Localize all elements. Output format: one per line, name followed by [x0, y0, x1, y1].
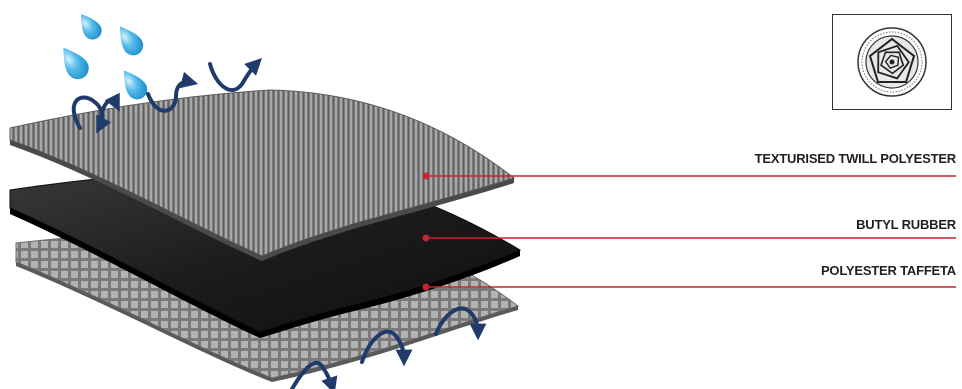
label-twill-polyester: TEXTURISED TWILL POLYESTER	[755, 151, 956, 166]
label-butyl-rubber: BUTYL RUBBER	[856, 217, 956, 232]
water-drop-icon	[116, 65, 151, 104]
water-drop-icon	[112, 21, 147, 60]
leader-dot-rubber	[423, 235, 430, 242]
water-drop-icons	[54, 9, 151, 103]
curved-arrow-icon	[210, 64, 256, 90]
leader-dot-twill	[423, 173, 430, 180]
seal-logo-box	[832, 14, 952, 110]
water-drop-icon	[74, 9, 105, 43]
spiral-seal-logo	[856, 26, 928, 98]
water-drop-icon	[54, 41, 93, 83]
label-polyester-taffeta: POLYESTER TAFFETA	[821, 263, 956, 278]
leader-dot-taffeta	[423, 284, 430, 291]
